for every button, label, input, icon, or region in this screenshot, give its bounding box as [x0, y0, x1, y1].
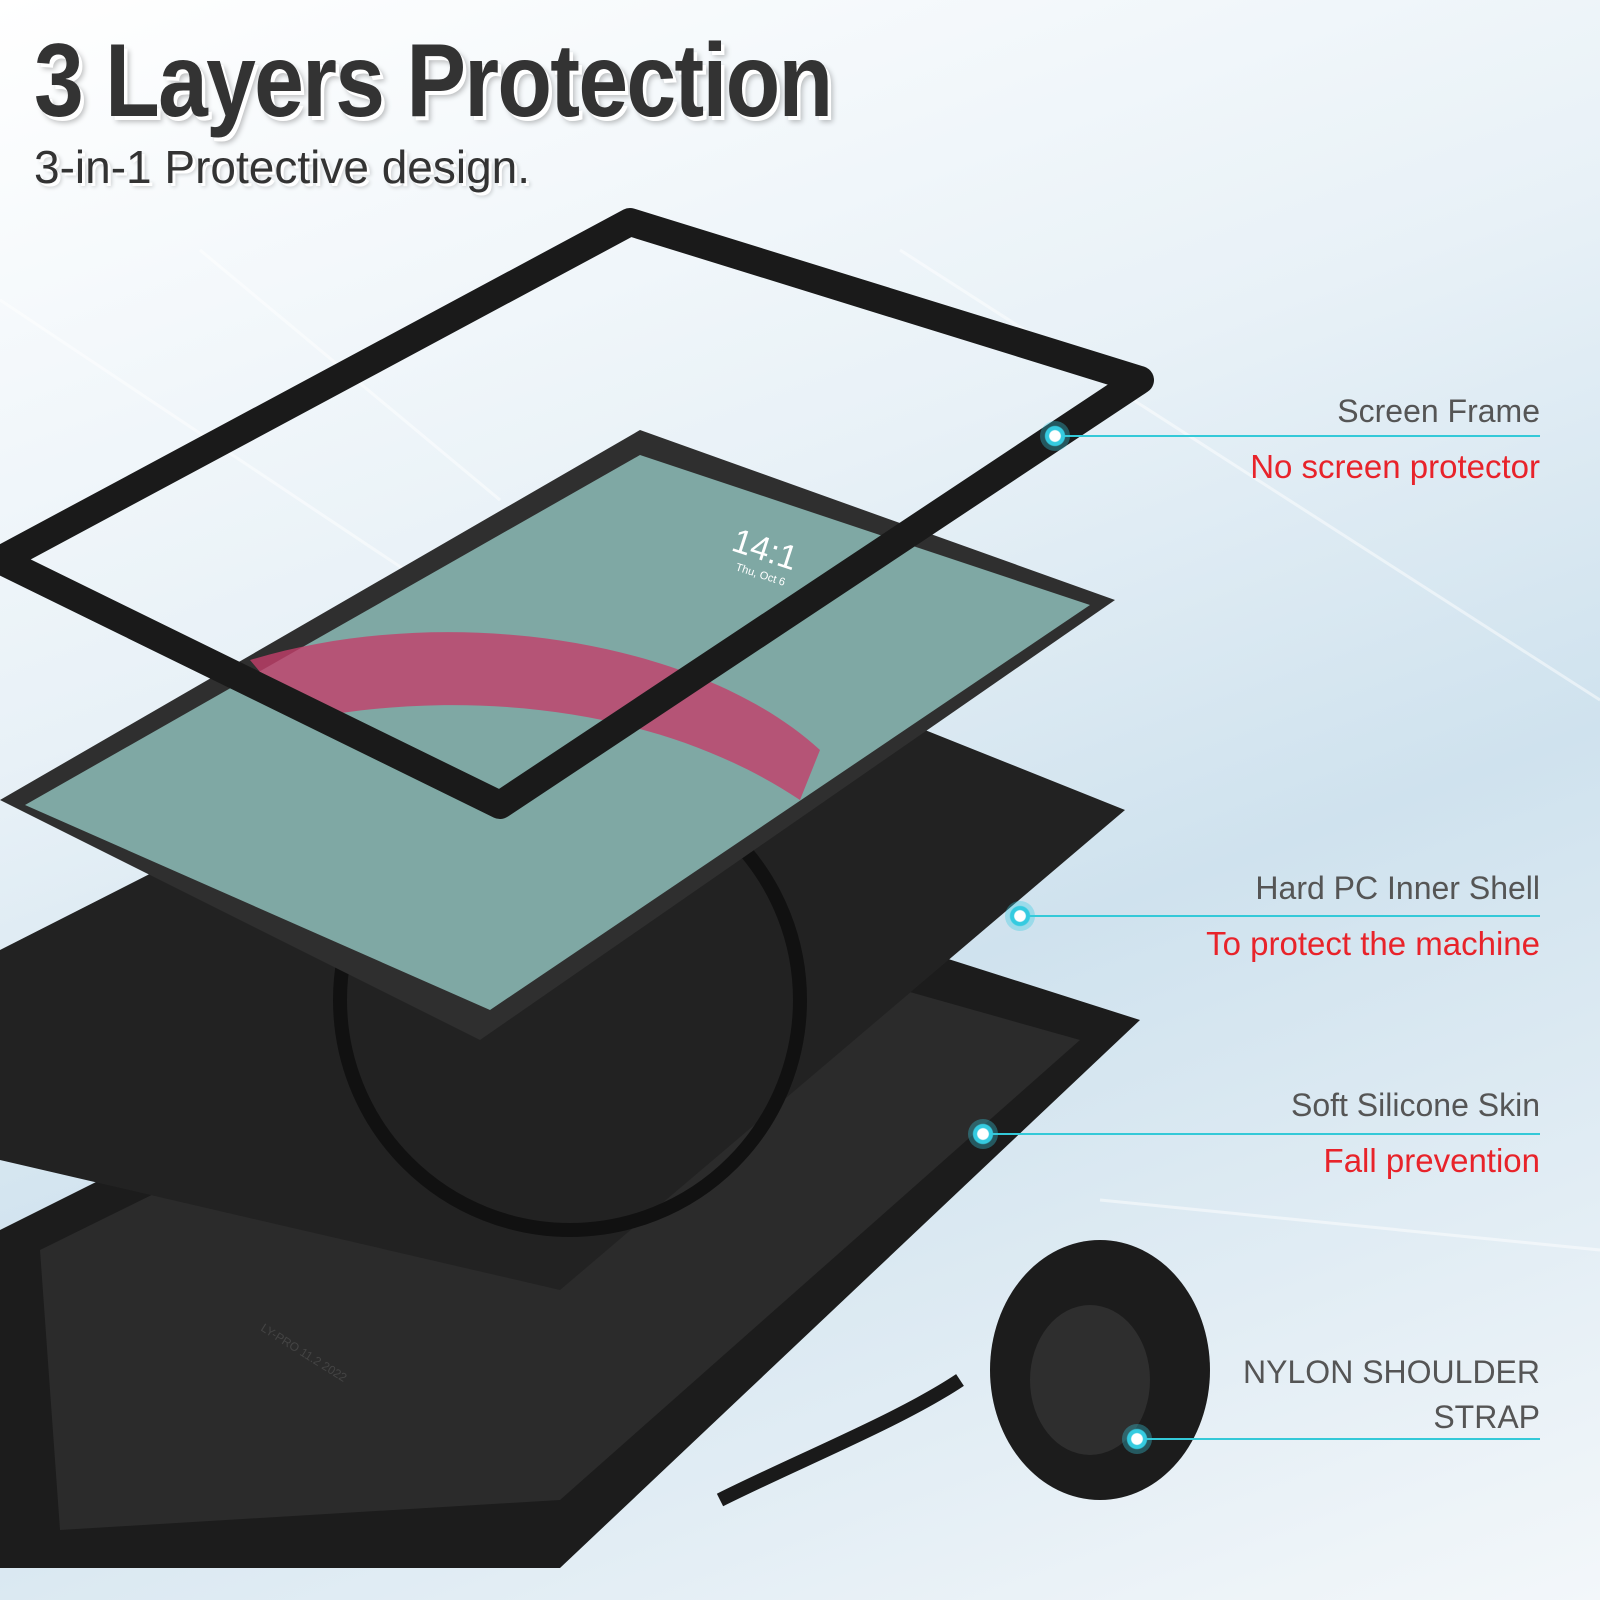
leader-line — [1137, 1438, 1540, 1440]
callout-label: Hard PC Inner Shell — [1255, 870, 1540, 906]
callout-label: NYLON SHOULDER — [1243, 1354, 1540, 1390]
callout-note: Fall prevention — [1323, 1142, 1540, 1179]
target-dot-icon — [1005, 901, 1035, 931]
leader-line — [1020, 915, 1540, 917]
screen-frame — [0, 208, 1154, 819]
page-subtitle: 3-in-1 Protective design. — [34, 141, 531, 193]
callout-note: No screen protector — [1250, 448, 1540, 485]
callout-note: To protect the machine — [1206, 925, 1540, 962]
leader-line — [983, 1133, 1540, 1135]
shoulder-strap — [716, 1240, 1210, 1507]
callout-label-line2: STRAP — [1433, 1399, 1540, 1435]
callout-label: Screen Frame — [1337, 393, 1540, 429]
leader-line — [1055, 435, 1540, 437]
target-dot-icon — [1122, 1424, 1152, 1454]
target-dot-icon — [968, 1119, 998, 1149]
target-dot-icon — [1040, 421, 1070, 451]
callout-label: Soft Silicone Skin — [1290, 1087, 1540, 1123]
page-title: 3 Layers Protection — [34, 23, 833, 139]
